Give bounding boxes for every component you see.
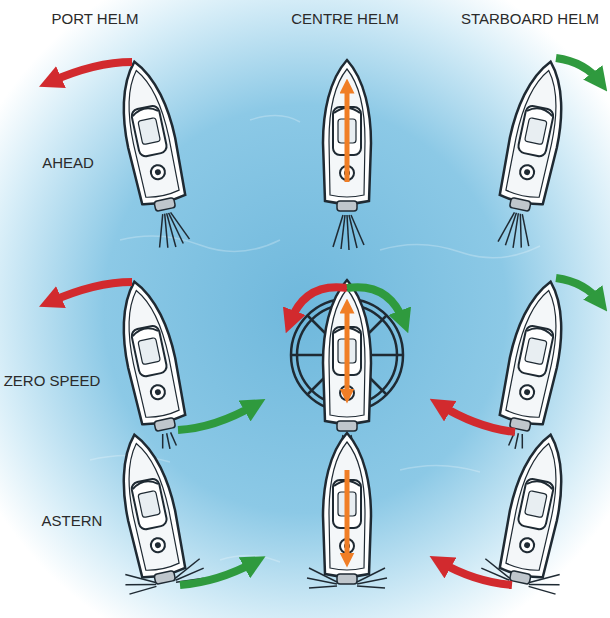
column-heading: CENTRE HELM — [291, 10, 399, 27]
column-heading: STARBOARD HELM — [461, 10, 599, 27]
helm-wheel — [291, 299, 403, 411]
row-label: ASTERN — [42, 512, 103, 529]
thrust-arrows — [345, 86, 350, 560]
turn-arrows — [50, 58, 600, 585]
row-label: ZERO SPEED — [4, 372, 101, 389]
column-heading: PORT HELM — [52, 10, 139, 27]
row-label: AHEAD — [42, 154, 94, 171]
